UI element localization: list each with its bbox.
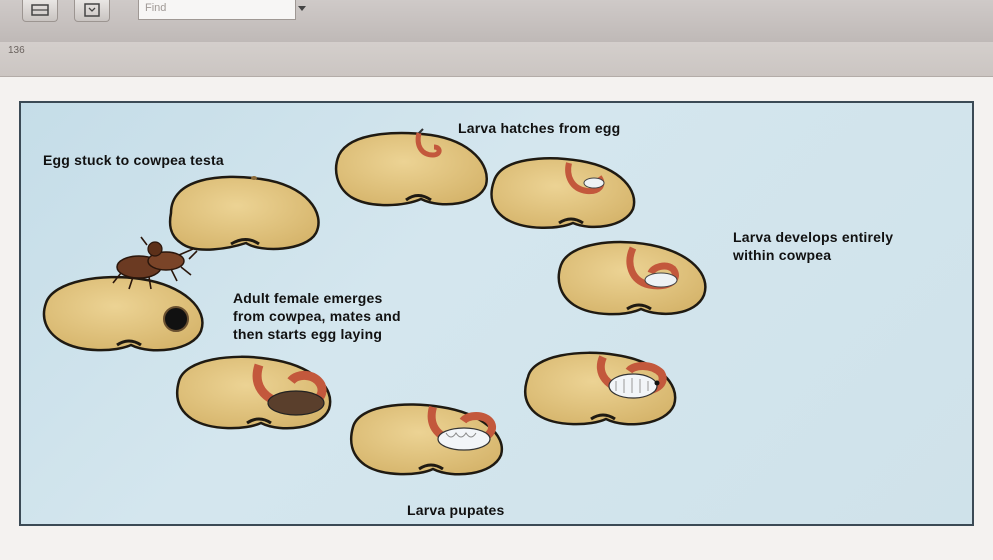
find-input[interactable]: Find	[138, 0, 296, 20]
thumbnails-button[interactable]	[22, 0, 58, 22]
bean-hatching-stage	[336, 129, 487, 205]
fit-page-icon	[82, 3, 102, 17]
find-dropdown-chevron-icon[interactable]	[298, 6, 306, 11]
label-larva-hatches: Larva hatches from egg	[458, 119, 620, 137]
page-number: 136	[8, 45, 25, 56]
bean-adult-in-seed-stage	[177, 357, 330, 428]
exit-hole-icon	[164, 307, 188, 331]
thumbnails-icon	[30, 3, 50, 17]
bean-developing-larva-stage	[559, 242, 706, 314]
page-status-bar: 136	[0, 42, 993, 77]
label-adult-line3: then starts egg laying	[233, 325, 382, 343]
viewer-toolbar: Find	[0, 0, 993, 43]
label-larva-pupates: Larva pupates	[407, 501, 505, 519]
label-larva-develops-line1: Larva develops entirely	[733, 228, 893, 246]
label-adult-line1: Adult female emerges	[233, 289, 383, 307]
bean-emergence-stage	[44, 237, 202, 350]
bean-pupa-stage	[351, 404, 502, 474]
bean-late-larva-stage	[525, 353, 675, 424]
label-adult-line2: from cowpea, mates and	[233, 307, 401, 325]
bean-egg-stage	[170, 176, 319, 250]
life-cycle-slide: Egg stuck to cowpea testa Larva hatches …	[19, 101, 974, 526]
label-egg-stuck: Egg stuck to cowpea testa	[43, 151, 224, 169]
bean-early-larva-stage	[492, 158, 635, 227]
fit-page-button[interactable]	[74, 0, 110, 22]
label-larva-develops-line2: within cowpea	[733, 246, 831, 264]
egg-icon	[251, 176, 257, 180]
